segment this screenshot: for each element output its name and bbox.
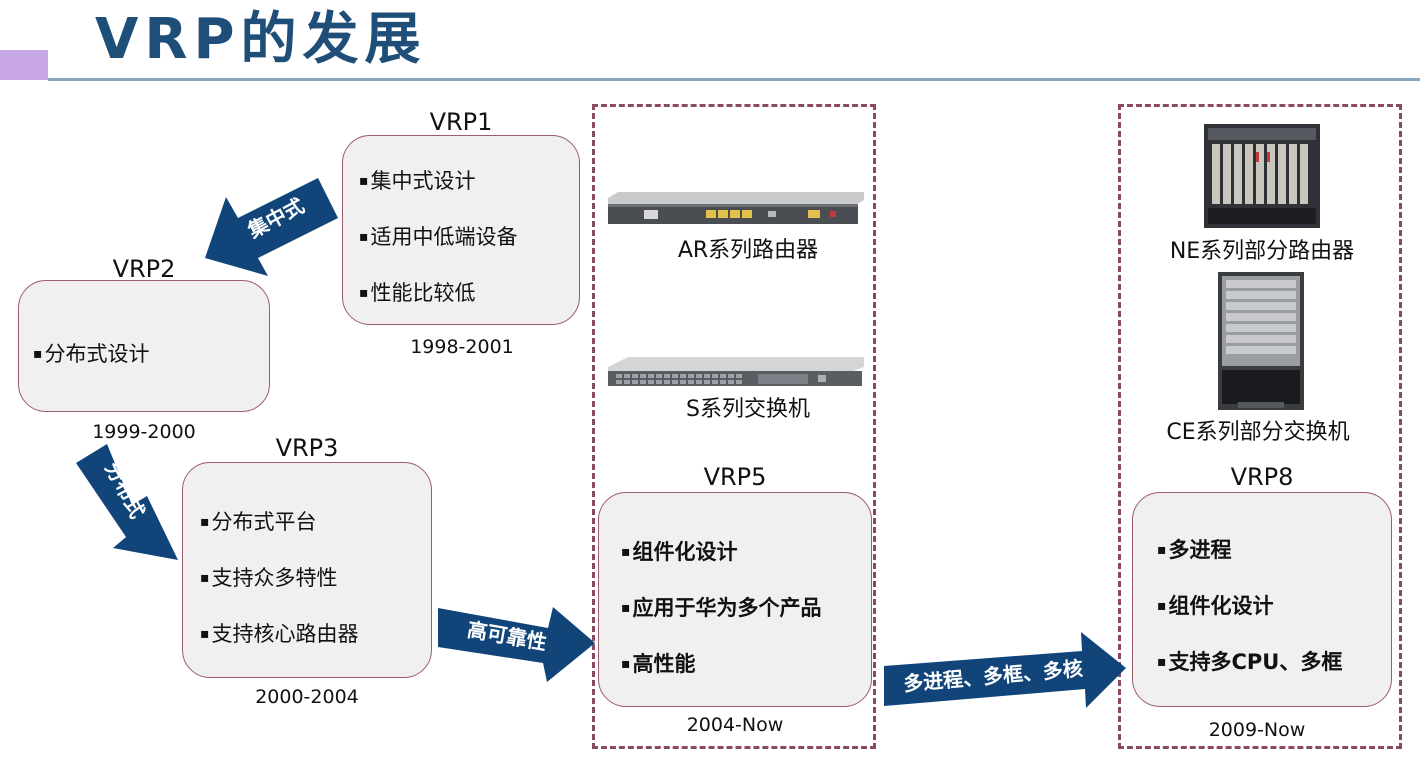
vrp1-year: 1998-2001 (410, 336, 514, 358)
vrp5-title: VRP5 (703, 463, 767, 491)
ne-router-label: NE系列部分路由器 (1169, 239, 1355, 264)
vrp3-bullet: 支持众多特性 (200, 565, 338, 591)
multi-arrow (884, 632, 1126, 708)
page-title: VRP的发展 (95, 7, 427, 72)
vrp3-bullet: 支持核心路由器 (200, 621, 359, 647)
vrp8-title: VRP8 (1230, 463, 1294, 491)
vrp8-bullet: 多进程 (1157, 537, 1232, 563)
ar-router-image (608, 192, 864, 224)
centralized-arrow (205, 178, 338, 276)
vrp8-bullet: 支持多CPU、多框 (1157, 649, 1343, 675)
vrp8-device-group (1118, 104, 1402, 749)
vrp1-bullet: 适用中低端设备 (359, 224, 518, 250)
vrp8-year: 2009-Now (1208, 719, 1306, 741)
vrp5-box: 组件化设计 应用于华为多个产品 高性能 (598, 492, 872, 707)
vrp8-box: 多进程 组件化设计 支持多CPU、多框 (1132, 492, 1392, 707)
vrp1-title: VRP1 (429, 108, 493, 136)
vrp3-title: VRP3 (275, 434, 339, 462)
vrp3-bullet: 分布式平台 (200, 509, 317, 535)
vrp5-bullet: 高性能 (621, 651, 696, 677)
vrp5-device-group (592, 104, 876, 749)
vrp1-bullet: 性能比较低 (359, 280, 476, 306)
vrp1-bullet: 集中式设计 (359, 168, 476, 194)
vrp2-box: 分布式设计 (18, 280, 270, 412)
distributed-arrow (76, 444, 178, 560)
ce-switch-image (1218, 272, 1304, 410)
vrp8-bullet: 组件化设计 (1157, 593, 1274, 619)
vrp2-bullet: 分布式设计 (33, 341, 150, 367)
s-switch-label: S系列交换机 (686, 397, 810, 422)
header-accent-block (0, 50, 48, 80)
high-reliability-arrow (438, 607, 595, 682)
vrp5-year: 2004-Now (686, 714, 784, 736)
ce-switch-label: CE系列部分交换机 (1166, 420, 1350, 445)
vrp5-bullet: 应用于华为多个产品 (621, 595, 822, 621)
vrp1-box: 集中式设计 适用中低端设备 性能比较低 (342, 135, 580, 325)
s-switch-image (608, 357, 864, 386)
vrp5-bullet: 组件化设计 (621, 539, 738, 565)
vrp3-box: 分布式平台 支持众多特性 支持核心路由器 (182, 462, 432, 678)
vrp2-title: VRP2 (112, 255, 176, 283)
vrp3-year: 2000-2004 (255, 686, 359, 708)
ne-router-image (1204, 124, 1320, 228)
ar-router-label: AR系列路由器 (677, 238, 819, 263)
vrp2-year: 1999-2000 (92, 421, 196, 443)
header-divider (48, 78, 1420, 81)
